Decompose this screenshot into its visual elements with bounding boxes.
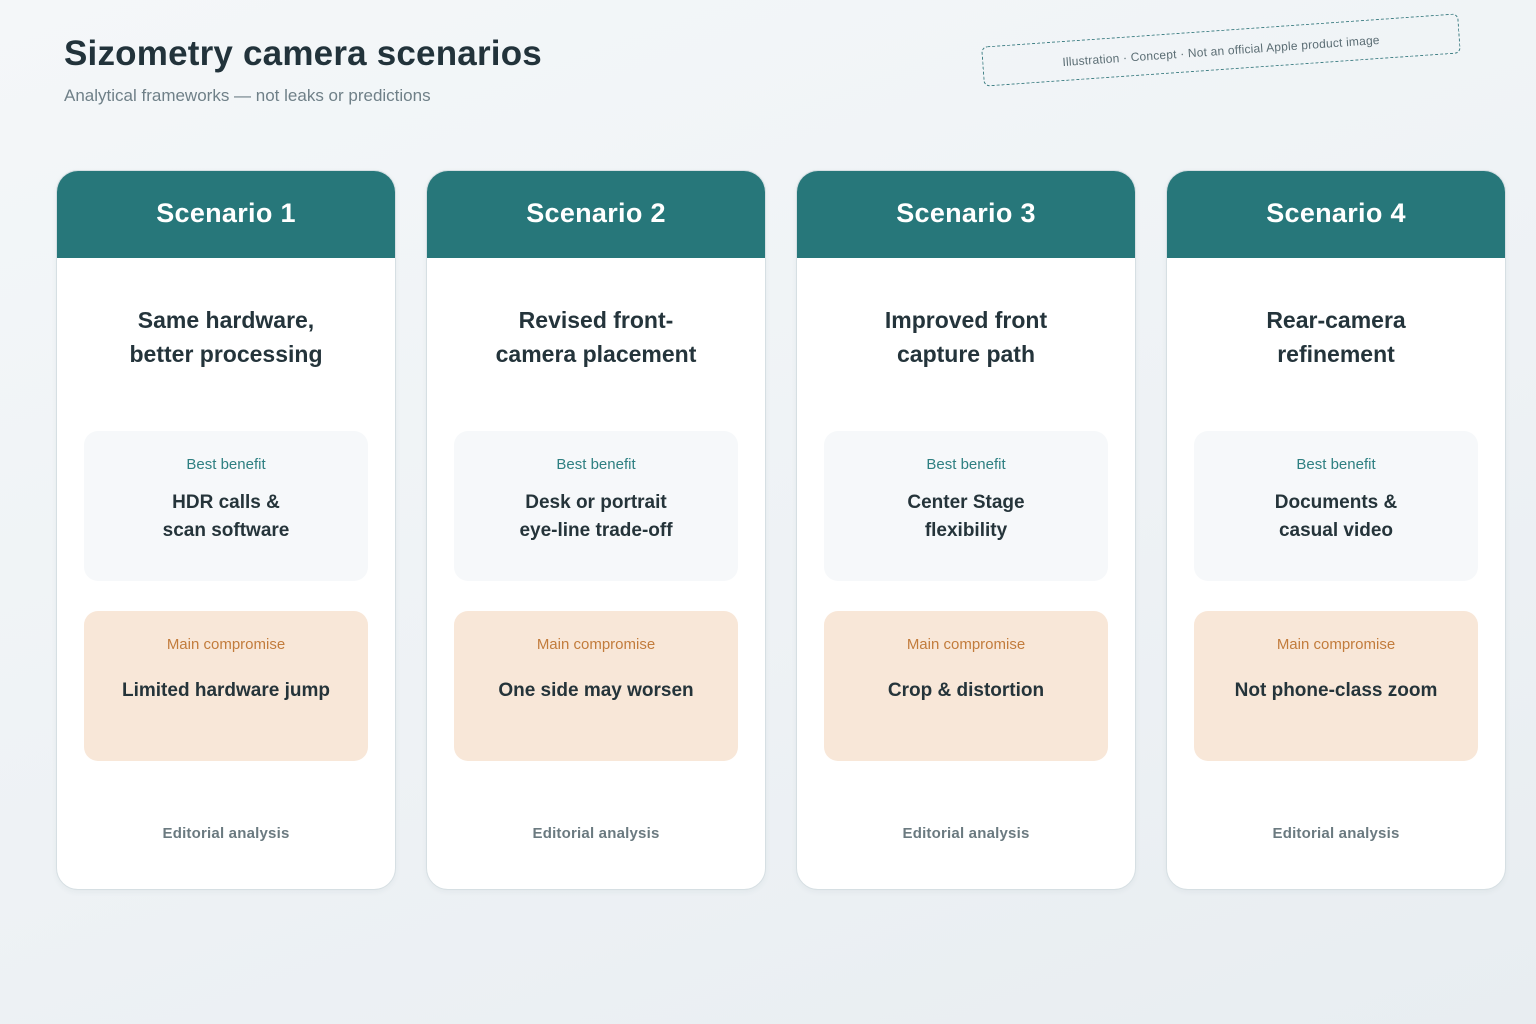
scenario-headline: Rear-camera refinement — [1266, 307, 1406, 367]
page-subtitle: Analytical frameworks — not leaks or pre… — [64, 86, 431, 105]
card-footer-note: Editorial analysis — [532, 825, 660, 842]
benefit-value: HDR calls & scan software — [162, 492, 290, 541]
scenario-card-title: Scenario 1 — [57, 171, 395, 258]
scenario-card-3: Scenario 3 Improved front capture path B… — [796, 170, 1136, 890]
benefit-box: Best benefit Documents & casual video — [1194, 431, 1478, 581]
benefit-value: Center Stage flexibility — [907, 492, 1025, 541]
benefit-label: Best benefit — [1296, 456, 1376, 473]
scenario-card-2: Scenario 2 Revised front- camera placeme… — [426, 170, 766, 890]
compromise-label: Main compromise — [1276, 636, 1396, 653]
scenario-headline: Improved front capture path — [884, 307, 1048, 367]
scenario-card-title: Scenario 4 — [1167, 171, 1505, 258]
card-footer-note: Editorial analysis — [1272, 825, 1400, 842]
benefit-value: Documents & casual video — [1274, 492, 1398, 541]
compromise-box: Main compromise One side may worsen — [454, 611, 738, 761]
compromise-box: Main compromise Crop & distortion — [824, 611, 1108, 761]
compromise-value: One side may worsen — [498, 680, 694, 701]
benefit-box: Best benefit Desk or portrait eye-line t… — [454, 431, 738, 581]
benefit-box: Best benefit HDR calls & scan software — [84, 431, 368, 581]
benefit-label: Best benefit — [186, 456, 266, 473]
benefit-label: Best benefit — [926, 456, 1006, 473]
compromise-box: Main compromise Not phone-class zoom — [1194, 611, 1478, 761]
benefit-label: Best benefit — [556, 456, 636, 473]
compromise-label: Main compromise — [536, 636, 656, 653]
scenario-card-title: Scenario 3 — [797, 171, 1135, 258]
benefit-box: Best benefit Center Stage flexibility — [824, 431, 1108, 581]
scenario-headline: Revised front- camera placement — [495, 307, 697, 367]
scenario-card-4: Scenario 4 Rear-camera refinement Best b… — [1166, 170, 1506, 890]
benefit-value: Desk or portrait eye-line trade-off — [519, 492, 673, 541]
compromise-value: Crop & distortion — [887, 680, 1045, 701]
scenario-card-title: Scenario 2 — [427, 171, 765, 258]
compromise-label: Main compromise — [166, 636, 286, 653]
compromise-box: Main compromise Limited hardware jump — [84, 611, 368, 761]
compromise-value: Limited hardware jump — [122, 680, 330, 701]
compromise-value: Not phone-class zoom — [1234, 680, 1438, 701]
disclaimer-stamp: Illustration · Concept · Not an official… — [981, 13, 1461, 87]
compromise-label: Main compromise — [906, 636, 1026, 653]
page-title: Sizometry camera scenarios — [64, 34, 542, 73]
card-footer-note: Editorial analysis — [162, 825, 290, 842]
scenario-headline: Same hardware, better processing — [129, 307, 323, 367]
card-footer-note: Editorial analysis — [902, 825, 1030, 842]
scenario-cards: Scenario 1 Same hardware, better process… — [56, 170, 1506, 890]
scenario-card-1: Scenario 1 Same hardware, better process… — [56, 170, 396, 890]
